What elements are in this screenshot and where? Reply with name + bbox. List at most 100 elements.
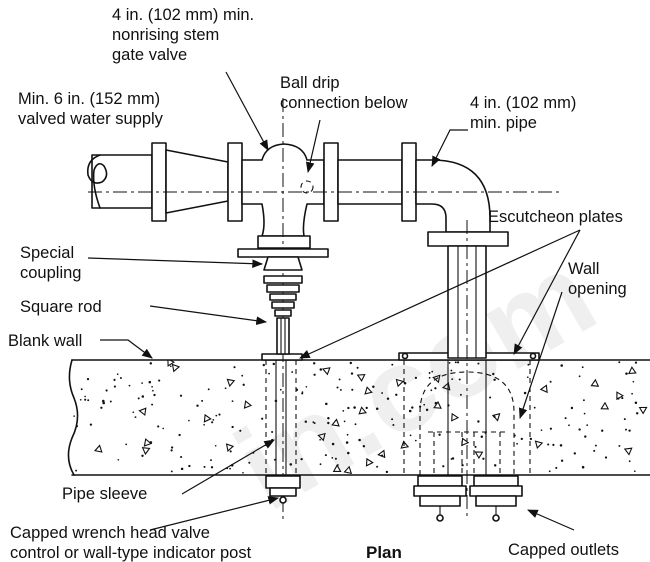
concrete-speck <box>210 459 212 462</box>
concrete-speck <box>434 387 437 390</box>
concrete-speck <box>279 388 282 391</box>
concrete-speck <box>586 424 589 426</box>
concrete-speck <box>362 445 366 448</box>
concrete-speck <box>451 457 455 460</box>
concrete-speck <box>242 383 245 386</box>
concrete-speck <box>141 382 143 384</box>
concrete-speck <box>268 372 270 375</box>
concrete-speck <box>248 461 251 464</box>
concrete-speck <box>87 399 90 402</box>
concrete-aggregate <box>623 447 633 456</box>
concrete-speck <box>207 388 210 391</box>
concrete-speck <box>625 428 627 431</box>
concrete-speck <box>327 421 330 425</box>
concrete-speck <box>618 361 621 364</box>
concrete-speck <box>312 421 315 423</box>
concrete-speck <box>365 406 368 410</box>
concrete-speck <box>239 429 242 432</box>
concrete-aggregate <box>365 457 374 467</box>
concrete-aggregate <box>474 451 484 460</box>
concrete-speck <box>621 397 624 400</box>
concrete-speck <box>523 391 527 395</box>
label-wall-opening: Wall opening <box>568 260 627 298</box>
concrete-speck <box>623 418 626 421</box>
concrete-speck <box>233 366 236 369</box>
concrete-speck <box>442 465 445 468</box>
concrete-speck <box>578 428 581 431</box>
concrete-speck <box>149 441 153 444</box>
concrete-speck <box>617 397 620 400</box>
concrete-speck <box>203 423 205 426</box>
pipe-to-elbow <box>337 142 509 359</box>
concrete-speck <box>339 388 342 391</box>
concrete-speck <box>409 434 412 437</box>
concrete-speck <box>273 458 276 461</box>
concrete-speck <box>79 398 82 401</box>
concrete-aggregate <box>451 412 460 422</box>
concrete-aggregate <box>225 443 235 452</box>
concrete-speck <box>628 429 631 432</box>
concrete-speck <box>552 443 555 446</box>
concrete-speck <box>188 464 191 468</box>
concrete-speck <box>179 394 183 397</box>
concrete-aggregate <box>400 440 410 449</box>
concrete-speck <box>271 430 274 434</box>
concrete-speck <box>80 388 83 391</box>
concrete-speck <box>346 433 349 436</box>
concrete-speck <box>431 370 434 373</box>
escutcheon-plate-left <box>261 353 303 361</box>
concrete-speck <box>493 378 496 382</box>
label-water-supply: Min. 6 in. (152 mm) valved water supply <box>18 90 165 128</box>
leader-lines <box>87 71 581 531</box>
concrete-speck <box>224 387 227 390</box>
concrete-speck <box>116 373 119 376</box>
concrete-speck <box>482 457 485 460</box>
concrete-speck <box>547 443 550 446</box>
concrete-aggregate <box>203 413 212 423</box>
concrete-speck <box>319 463 322 466</box>
concrete-speck <box>533 406 536 409</box>
concrete-speck <box>461 464 464 467</box>
concrete-speck <box>564 417 567 420</box>
concrete-speck <box>428 376 431 379</box>
concrete-speck <box>319 368 323 371</box>
concrete-speck <box>324 454 327 457</box>
concrete-speck <box>350 372 354 375</box>
concrete-speck <box>618 444 621 447</box>
concrete-speck <box>128 384 131 387</box>
concrete-speck <box>392 424 395 426</box>
concrete-speck <box>459 393 462 396</box>
label-ball-drip: Ball drip connection below <box>280 74 408 112</box>
label-escutcheon-plates: Escutcheon plates <box>488 208 623 226</box>
concrete-speck <box>113 385 116 388</box>
capped-wrench-head <box>265 475 301 504</box>
concrete-speck <box>218 413 221 416</box>
concrete-speck <box>157 425 160 428</box>
concrete-aggregate <box>317 432 326 442</box>
concrete-speck <box>414 376 418 380</box>
concrete-speck <box>325 402 328 406</box>
concrete-speck <box>170 449 173 452</box>
concrete-speck <box>242 471 244 474</box>
capped-outlet-right <box>469 475 523 522</box>
concrete-speck <box>456 361 460 364</box>
concrete-speck <box>560 459 564 462</box>
concrete-speck <box>354 423 357 426</box>
concrete-speck <box>132 411 135 414</box>
concrete-speck <box>152 389 154 392</box>
gate-valve <box>241 142 339 249</box>
concrete-speck <box>338 378 341 381</box>
special-coupling <box>237 248 329 317</box>
concrete-speck <box>454 361 457 364</box>
label-pipe-sleeve: Pipe sleeve <box>62 485 147 503</box>
concrete-speck <box>391 363 394 366</box>
concrete-aggregate <box>616 391 624 401</box>
concrete-speck <box>162 427 165 430</box>
concrete-speck <box>241 374 244 377</box>
concrete-speck <box>343 420 346 423</box>
concrete-speck <box>408 409 412 413</box>
concrete-speck <box>593 449 596 452</box>
concrete-aggregate <box>627 366 637 375</box>
concrete-speck <box>634 401 638 405</box>
concrete-speck <box>549 427 553 430</box>
